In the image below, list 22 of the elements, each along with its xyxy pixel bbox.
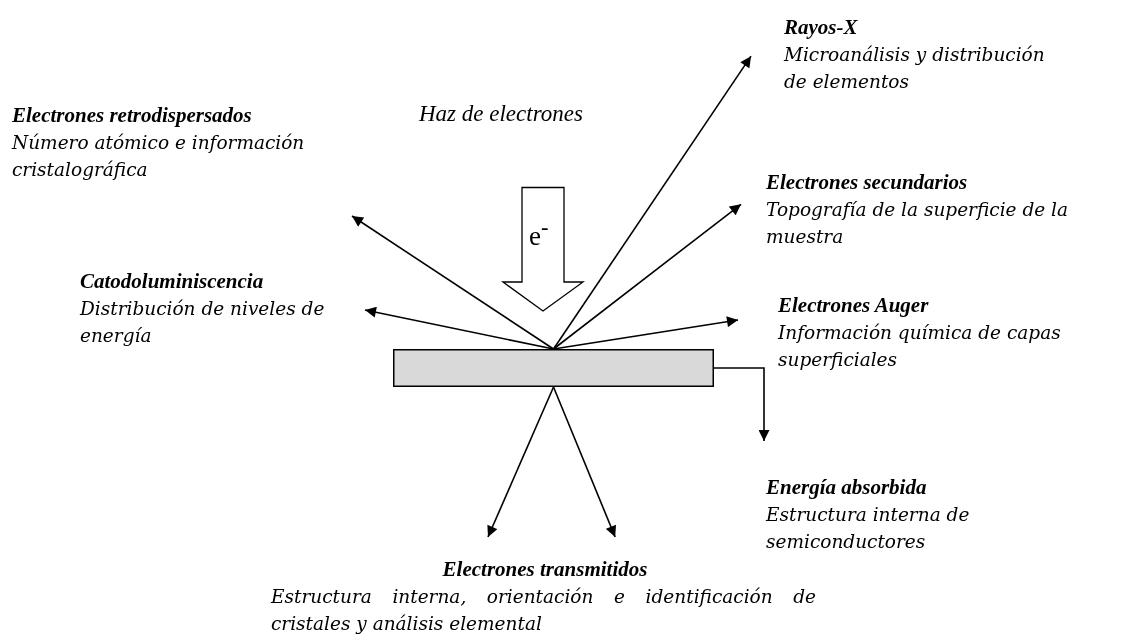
signal-title: Energía absorbida — [766, 474, 928, 501]
signal-title: Electrones Auger — [778, 292, 930, 319]
arrow — [552, 203, 742, 350]
arrow — [552, 55, 752, 350]
signal-title: Electrones transmitidos — [441, 556, 649, 583]
signal-description: Microanálisis y distribución de elementos — [784, 43, 1046, 94]
arrow — [487, 386, 555, 538]
beam-caption: Haz de electrones — [419, 101, 583, 127]
signal-title: Catodoluminiscencia — [80, 268, 265, 295]
signal-title: Rayos-X — [784, 14, 859, 41]
arrow — [351, 215, 555, 350]
signal-description: Estructura interna de semiconductores — [766, 503, 971, 554]
signal-description: Estructura interna, orientación e identificación de cristales y análisis elemental — [271, 585, 816, 634]
signal-description: Número atómico e información cristalográfica — [12, 131, 306, 182]
arrow — [552, 386, 617, 538]
electron-symbol: e$^{-}$ — [529, 214, 549, 251]
arrow — [713, 367, 770, 442]
signal-title: Electrones secundarios — [766, 169, 969, 196]
signal-description: Información química de capas superficiales — [778, 321, 1062, 372]
signal-description: Distribución de niveles de energía — [80, 297, 325, 348]
signal-description: Topografía de la superficie de la muestra — [766, 198, 1070, 249]
signal-title: Electrones retrodispersados — [12, 102, 253, 129]
